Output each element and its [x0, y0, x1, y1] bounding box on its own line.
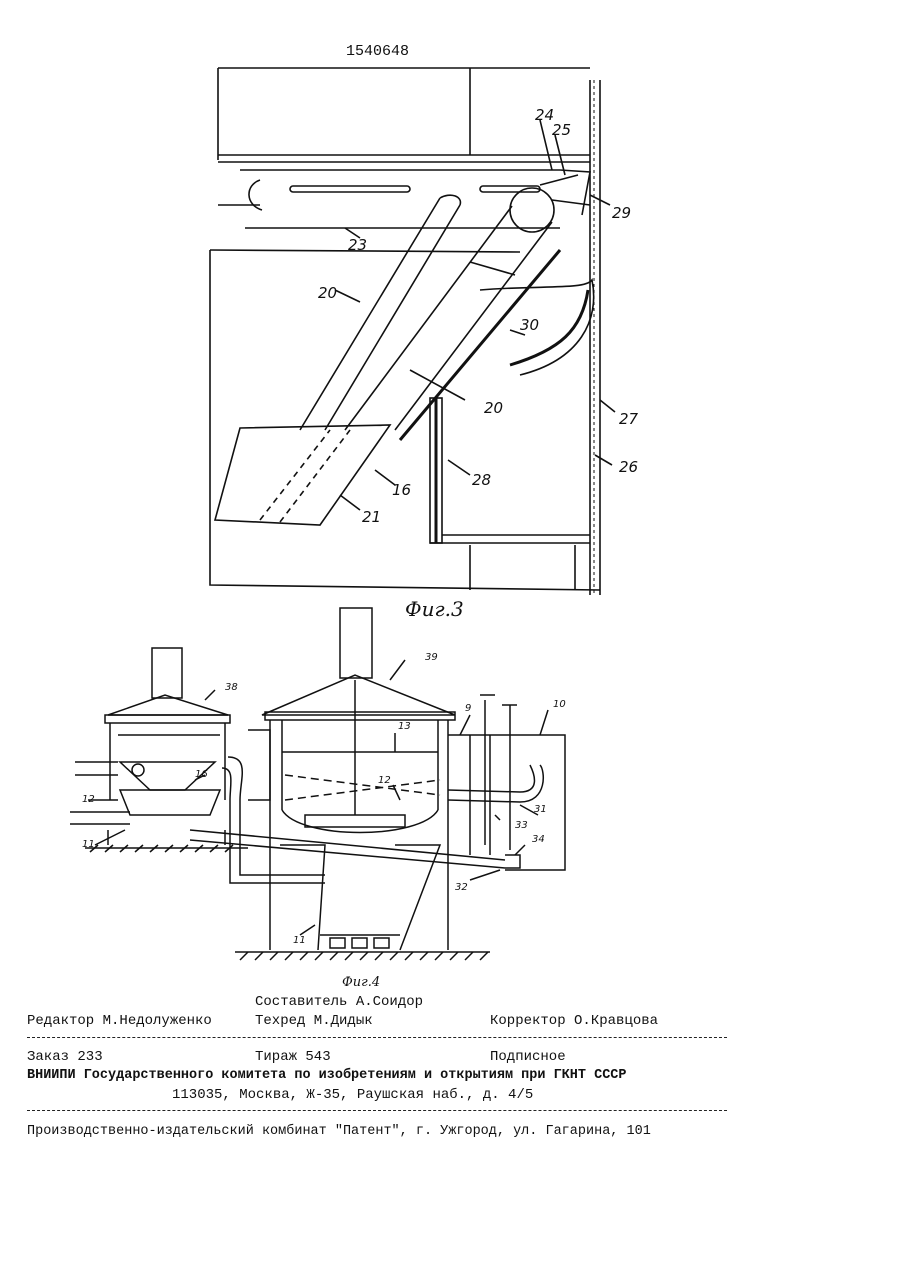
fig4-label-39: 39: [425, 652, 438, 663]
fig4-label-12b: 12: [378, 775, 391, 786]
fig4-label-38: 38: [225, 682, 238, 693]
subscription: Подписное: [490, 1049, 566, 1065]
fig4-label-10: 10: [553, 699, 566, 710]
editor-credit: Редактор М.Недолуженко: [27, 1013, 212, 1029]
fig4-label-11a: 11: [82, 839, 95, 850]
figure-4-caption: Фиг.4: [342, 975, 380, 990]
fig4-label-9: 9: [465, 703, 471, 714]
fig4-label-34: 34: [532, 834, 545, 845]
publisher-line: Производственно-издательский комбинат "П…: [27, 1124, 651, 1140]
techred-credit: Техред М.Дидык: [255, 1013, 373, 1029]
compiler-credit: Составитель А.Соидор: [255, 994, 423, 1010]
corrector-credit: Корректор О.Кравцова: [490, 1013, 658, 1029]
figure-4-drawing: 38 39 10 9 13 16 12 12 11 31 33 34 32 11: [0, 0, 900, 1000]
fig4-label-12a: 12: [82, 794, 95, 805]
circulation: Тираж 543: [255, 1049, 331, 1065]
order-number: Заказ 233: [27, 1049, 103, 1065]
divider-1: [27, 1037, 727, 1038]
fig4-label-13: 13: [398, 721, 411, 732]
fig4-label-31: 31: [534, 804, 547, 815]
institute-line-1: ВНИИПИ Государственного комитета по изоб…: [27, 1068, 627, 1084]
fig4-label-32: 32: [455, 882, 468, 893]
institute-line-2: 113035, Москва, Ж-35, Раушская наб., д. …: [172, 1087, 533, 1103]
fig4-label-33: 33: [515, 820, 528, 831]
fig4-label-11b: 11: [293, 935, 306, 946]
fig4-label-16: 16: [195, 769, 208, 780]
divider-2: [27, 1110, 727, 1111]
